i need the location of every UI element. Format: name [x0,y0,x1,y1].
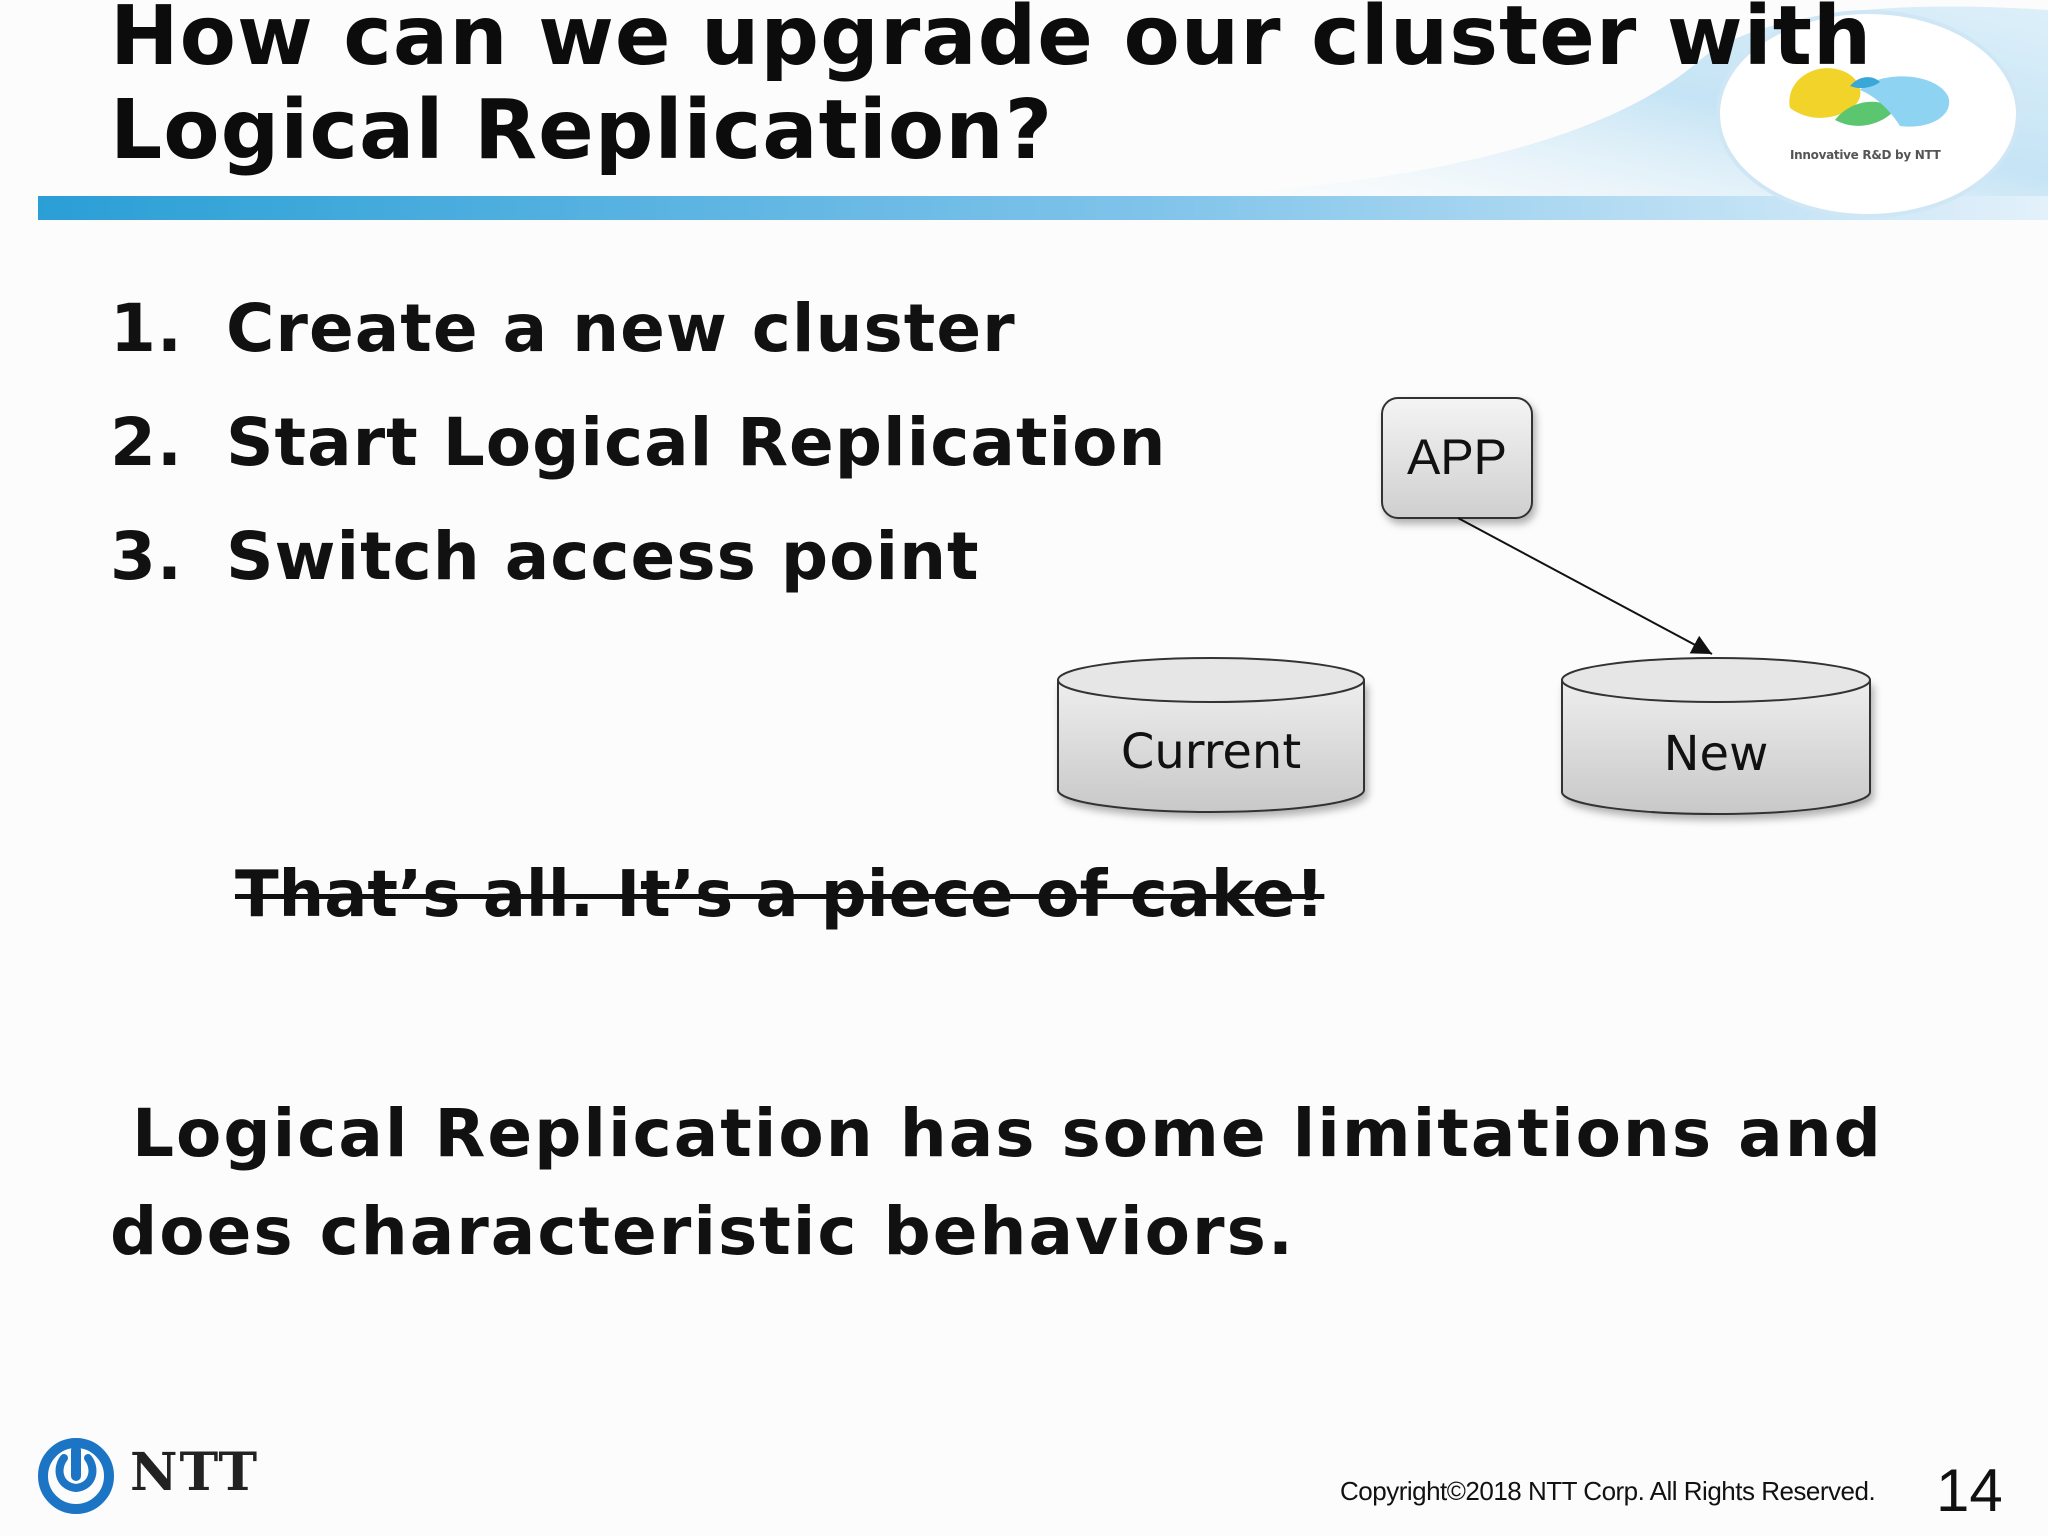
step-number: 2. [110,404,183,481]
app-box: APP [1381,397,1533,519]
step-item: 3. Switch access point [110,510,1166,624]
step-number: 3. [110,518,183,595]
struck-through-text: That’s all. It’s a piece of cake! [235,858,1325,932]
step-item: 1. Create a new cluster [110,282,1166,396]
app-label: APP [1407,429,1507,485]
page-number: 14 [1936,1457,2003,1524]
slide-title: How can we upgrade our cluster with Logi… [110,0,1873,178]
new-label: New [1664,726,1769,782]
steps-list: 1. Create a new cluster 2. Start Logical R… [110,282,1166,624]
step-text: Create a new cluster [226,290,1016,367]
ntt-brand-text: NTT [130,1442,260,1503]
limitations-text: Logical Replication has some limitations… [110,1095,1883,1270]
step-item: 2. Start Logical Replication [110,396,1166,510]
header-logo-caption: Innovative R&D by NTT [1790,148,1941,162]
step-text: Start Logical Replication [226,404,1167,481]
current-label: Current [1121,724,1301,780]
header-decoration [38,6,2048,221]
new-db-cylinder: New [1561,657,1871,815]
access-arrow [1457,517,1713,655]
ntt-logo-icon [38,1438,114,1514]
copyright-text: Copyright©2018 NTT Corp. All Rights Rese… [1340,1476,1876,1506]
innovative-logo-icon [1789,68,1950,127]
current-db-cylinder: Current [1057,657,1365,813]
step-text: Switch access point [226,518,980,595]
step-number: 1. [110,290,183,367]
